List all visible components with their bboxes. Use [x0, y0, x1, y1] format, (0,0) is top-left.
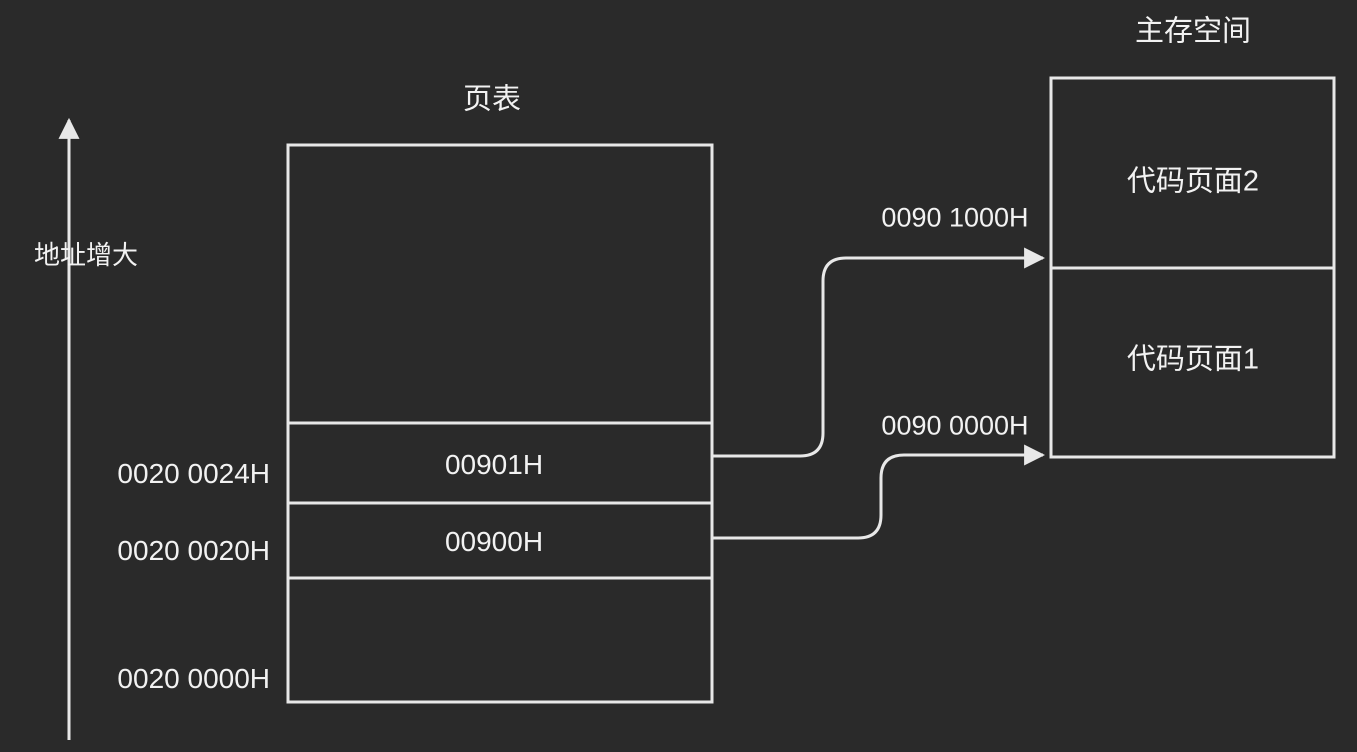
page-table-box — [286, 143, 714, 704]
connector-label-0090-1000h: 0090 1000H — [881, 202, 1029, 233]
main-memory-title: 主存空间 — [1134, 15, 1252, 48]
page-table-entry-00900h: 00900H — [444, 526, 544, 557]
connector-00900h-to-page1 — [712, 444, 1046, 540]
address-label-0020-0024h: 0020 0024H — [117, 458, 270, 489]
address-axis-label: 地址增大 — [33, 240, 138, 270]
main-memory-page-2-label: 代码页面2 — [1126, 165, 1260, 198]
address-label-0020-0000h: 0020 0000H — [117, 663, 270, 694]
page-table-title: 页表 — [462, 83, 522, 116]
main-memory-box — [1049, 76, 1336, 459]
address-label-0020-0020h: 0020 0020H — [117, 535, 270, 566]
connector-label-0090-0000h: 0090 0000H — [881, 410, 1029, 441]
main-memory-page-1-label: 代码页面1 — [1126, 343, 1260, 376]
connector-00901h-to-page2 — [712, 247, 1046, 458]
page-table-entry-00901h: 00901H — [444, 449, 544, 480]
